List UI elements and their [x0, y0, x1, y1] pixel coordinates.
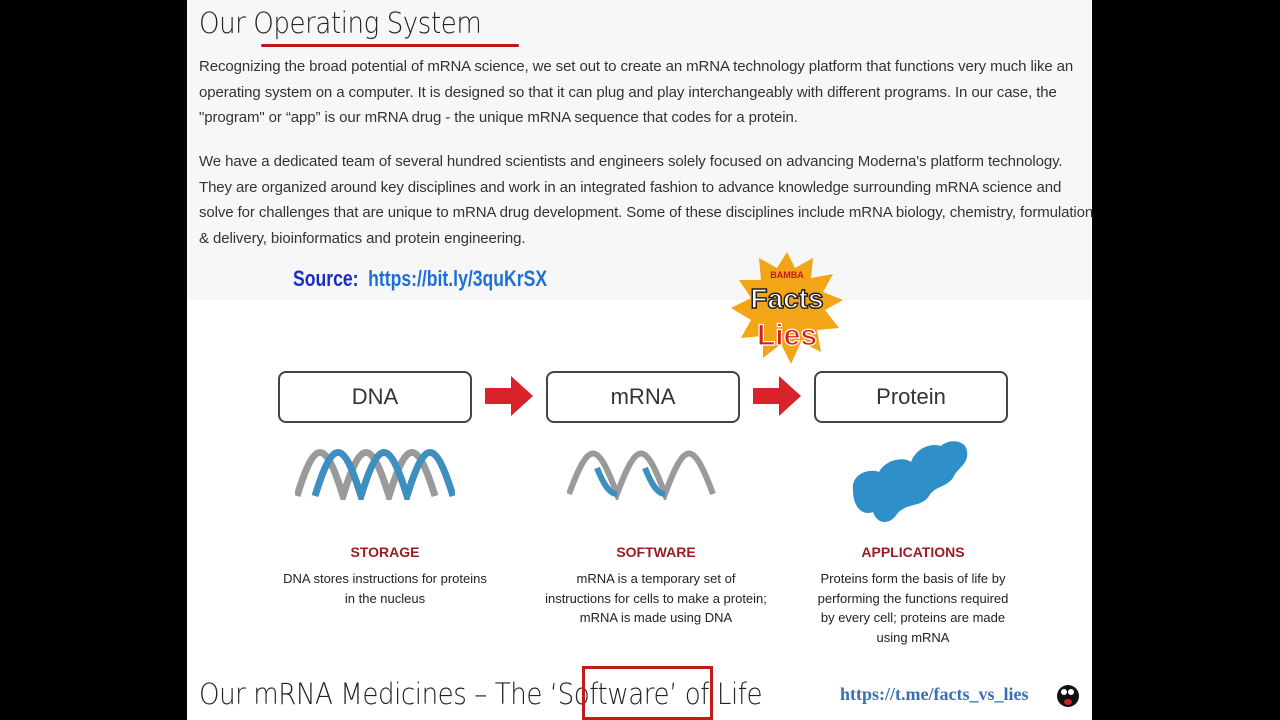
- facts-vs-lies-logo: BAMBA Facts Lies: [731, 252, 843, 364]
- source-link[interactable]: https://bit.ly/3quKrSX: [368, 266, 548, 291]
- arrow-right-icon: [753, 376, 801, 416]
- protein-blob-icon: [852, 441, 968, 523]
- title-part: Our mRNA Medicines – The ‘: [199, 677, 558, 711]
- software-label: SOFTWARE: [616, 544, 696, 560]
- page: Our Operating System Recognizing the bro…: [187, 0, 1094, 720]
- dna-box: DNA: [278, 371, 472, 423]
- applications-label: APPLICATIONS: [861, 544, 965, 560]
- source-label: Source:: [293, 266, 359, 291]
- arrow-right-icon: [485, 376, 533, 416]
- smiley-face-icon: [1057, 685, 1079, 707]
- svg-text:BAMBA: BAMBA: [770, 270, 804, 280]
- dna-double-helix-icon: [295, 449, 455, 500]
- title-part: ’ of Life: [669, 677, 763, 711]
- paragraph-2: We have a dedicated team of several hund…: [199, 153, 1094, 247]
- section-title: Our Operating System: [199, 6, 482, 40]
- red-underline-annotation: [261, 44, 519, 47]
- software-description: mRNA is a temporary set of instructions …: [545, 571, 767, 626]
- paragraph-1: Recognizing the broad potential of mRNA …: [199, 58, 1074, 126]
- section-2-title: Our mRNA Medicines – The ‘Software’ of L…: [199, 677, 763, 711]
- telegram-link[interactable]: https://t.me/facts_vs_lies: [840, 684, 1029, 704]
- mrna-box: mRNA: [546, 371, 740, 423]
- intro-section: [187, 0, 1092, 300]
- title-highlight: Software: [557, 677, 670, 711]
- protein-box: Protein: [814, 371, 1008, 423]
- red-box-annotation: [582, 666, 713, 720]
- storage-label: STORAGE: [350, 544, 420, 560]
- applications-description: Proteins form the basis of life by perfo…: [817, 571, 1009, 646]
- svg-text:Lies: Lies: [757, 319, 817, 352]
- storage-description: DNA stores instructions for proteins in …: [283, 571, 487, 606]
- source-line: Source: https://bit.ly/3quKrSX: [293, 266, 547, 292]
- svg-text:Facts: Facts: [750, 283, 823, 314]
- mrna-strand-icon: [567, 450, 716, 500]
